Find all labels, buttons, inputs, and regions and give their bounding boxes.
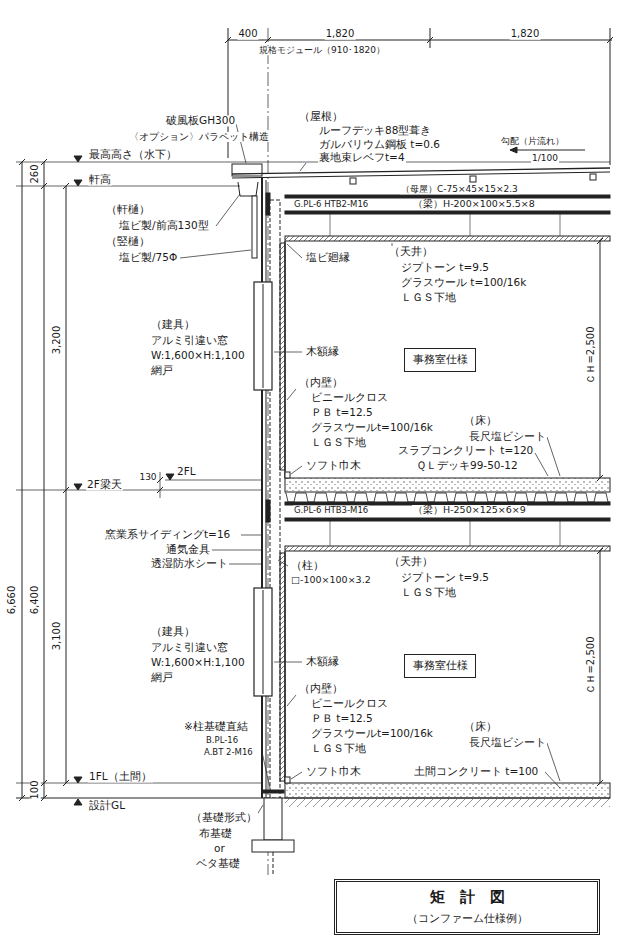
dimension-value: 130 — [138, 473, 157, 482]
part-label: or — [213, 843, 226, 854]
part-heading: （内壁） — [298, 377, 344, 388]
dimension-value: ＣＨ=2,500 — [586, 325, 597, 384]
part-label: W:1,600×H:1,100 — [150, 657, 246, 668]
title-text: 矩 計 図 — [430, 888, 505, 907]
note-label: ※柱基礎直結 — [183, 721, 249, 732]
part-label: 裏地束レベフt=4 — [318, 152, 406, 163]
part-label: ＬＧＳ下地 — [400, 292, 457, 303]
part-heading: （内壁） — [298, 683, 344, 694]
part-label: 木額縁 — [305, 346, 340, 357]
part-label: ジプトーン t=9.5 — [400, 572, 490, 583]
part-label: グラスウールt=100/16k — [310, 728, 434, 739]
part-label: 木額縁 — [305, 656, 340, 667]
part-heading: （天井） — [388, 556, 434, 567]
part-label: ジプトーン t=9.5 — [400, 262, 490, 273]
part-label: 塩ビ廻縁 — [305, 252, 351, 263]
part-label: G.PL-6 HTB3-M16 — [293, 506, 369, 515]
spec-box: 事務室仕様 — [404, 348, 476, 372]
dimension-value: 260 — [30, 163, 41, 184]
level-label: 2F梁天 — [86, 479, 123, 490]
dimension-value: 6,400 — [30, 585, 41, 616]
part-label: 破風板GH300 — [165, 115, 236, 126]
title-block: 矩 計 図 （コンファーム仕様例） — [334, 879, 600, 935]
part-label: 塩ビ製/75Φ — [118, 252, 178, 263]
part-label: ＬＧＳ下地 — [310, 437, 367, 448]
part-label: ビニールクロス — [310, 392, 389, 403]
level-label: 軒高 — [88, 174, 112, 185]
level-label: 最高高さ（水下） — [88, 149, 178, 160]
dimension-value: 400 — [237, 29, 258, 40]
part-label: ソフト巾木 — [305, 766, 362, 777]
dimension-value: 3,100 — [52, 621, 63, 652]
part-heading: （天井） — [388, 246, 434, 257]
part-label: 網戸 — [150, 365, 174, 376]
dimension-value: 6,660 — [7, 585, 18, 616]
part-heading: （軒樋） — [105, 204, 151, 215]
part-label: 塩ビ製/前高130型 — [118, 220, 210, 231]
part-label: グラスウールt=100/16k — [310, 422, 434, 433]
level-label: 2FL — [176, 466, 197, 477]
part-label: ベタ基礎 — [195, 858, 241, 869]
part-label: 通気金具 — [165, 544, 211, 555]
part-label: 土間コンクリート t=100 — [413, 766, 539, 777]
level-label: 1FL（土間） — [88, 771, 153, 782]
part-label: グラスウール t=100/16k — [400, 277, 527, 288]
part-label: ガルバリウム鋼板 t=0.6 — [318, 139, 441, 150]
part-label: ＰＢ t=12.5 — [310, 713, 374, 724]
slope-value: 1/100 — [531, 154, 559, 163]
part-label: ＰＢ t=12.5 — [310, 407, 374, 418]
part-label: 〈オプション〉パラペット構造 — [128, 132, 270, 142]
part-heading: （建具） — [150, 626, 196, 637]
part-heading: （基礎形式） — [190, 812, 258, 823]
part-heading: （柱） — [290, 560, 325, 571]
dimension-value: 1,820 — [510, 29, 541, 40]
part-label: ソフト巾木 — [305, 460, 362, 471]
spec-text: 事務室仕様 — [413, 353, 468, 367]
part-label: 長尺塩ビシート — [468, 431, 547, 442]
slope-note: 勾配（片流れ） — [500, 137, 565, 146]
part-label: （母屋）C-75×45×15×2.3 — [400, 185, 519, 194]
part-label: ビニールクロス — [310, 698, 389, 709]
part-label: （梁）H-200×100×5.5×8 — [412, 199, 536, 209]
part-label: 窯業系サイディングt=16 — [104, 529, 231, 540]
part-heading: （竪樋） — [105, 236, 151, 247]
part-label: ルーフデッキ88型葺き — [318, 125, 432, 136]
part-label: （梁）H-250×125×6×9 — [412, 505, 527, 515]
part-label: □-100×100×3.2 — [290, 575, 372, 585]
part-heading: （建具） — [150, 319, 196, 330]
part-heading: （屋根） — [298, 111, 344, 122]
part-label: ＱＬデッキ99-50-12 — [415, 460, 519, 471]
part-heading: （床） — [463, 415, 498, 426]
part-heading: （床） — [463, 721, 498, 732]
subtitle-text: （コンファーム仕様例） — [407, 911, 528, 926]
dimension-value: 1,820 — [325, 29, 356, 40]
part-label: 網戸 — [150, 672, 174, 683]
spec-text: 事務室仕様 — [413, 659, 468, 673]
part-label: A.BT 2-M16 — [203, 748, 254, 757]
part-label: G.PL-6 HTB2-M16 — [293, 200, 369, 209]
part-label: アルミ引違い窓 — [150, 335, 229, 346]
dimension-value: 3,200 — [52, 325, 63, 356]
dimension-value: 100 — [30, 779, 41, 800]
part-label: W:1,600×H:1,100 — [150, 350, 246, 361]
part-label: 布基礎 — [198, 828, 233, 839]
part-label: スラブコンクリート t=120 — [397, 445, 534, 456]
level-label: 設計GL — [88, 800, 126, 811]
part-label: アルミ引違い窓 — [150, 642, 229, 653]
part-label: B.PL-16 — [205, 736, 239, 745]
part-label: ＬＧＳ下地 — [310, 743, 367, 754]
dimension-value: ＣＨ=2,500 — [586, 635, 597, 694]
module-note: 規格モジュール（910･1820） — [258, 46, 386, 55]
part-label: ＬＧＳ下地 — [400, 587, 457, 598]
part-label: 透湿防水シート — [150, 558, 229, 569]
part-label: 長尺塩ビシート — [468, 737, 547, 748]
spec-box: 事務室仕様 — [404, 654, 476, 678]
